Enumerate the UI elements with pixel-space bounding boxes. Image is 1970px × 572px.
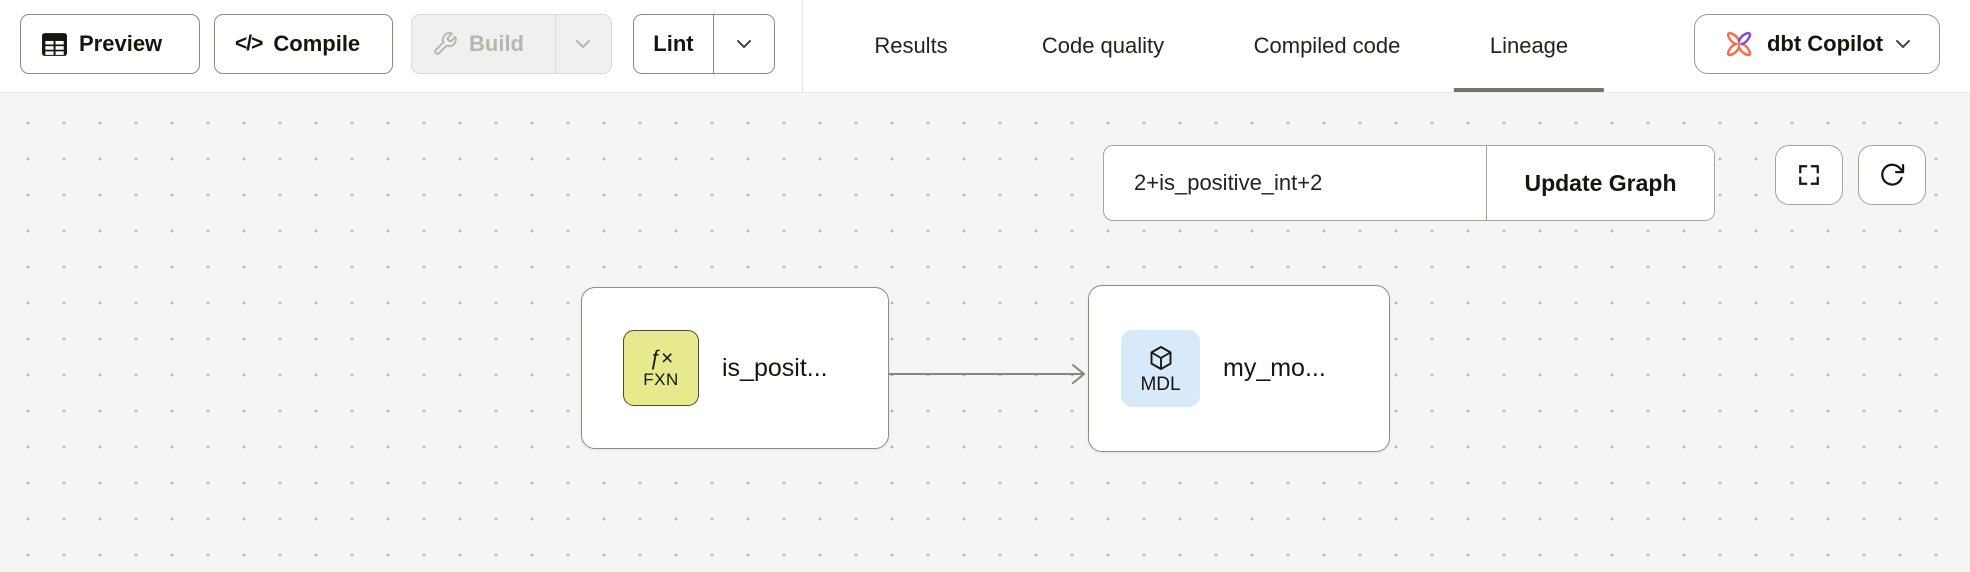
- tab-lineage[interactable]: Lineage: [1453, 0, 1605, 92]
- preview-button-label: Preview: [79, 31, 163, 56]
- refresh-button[interactable]: [1858, 145, 1926, 205]
- toolbar-divider: [802, 0, 803, 92]
- lint-button[interactable]: Lint: [634, 15, 713, 73]
- tab-code-quality-label: Code quality: [1041, 33, 1165, 58]
- lineage-node-function[interactable]: ƒ× FXN is_posit...: [581, 287, 889, 449]
- lineage-node-model[interactable]: MDL my_mo...: [1088, 285, 1390, 452]
- function-badge-symbol: ƒ×: [649, 346, 673, 370]
- dbt-copilot-label: dbt Copilot: [1766, 31, 1884, 56]
- chevron-down-icon: [1895, 39, 1911, 49]
- lint-menu-button[interactable]: [712, 15, 774, 73]
- lineage-selector-input[interactable]: [1104, 146, 1486, 220]
- code-icon: </>: [235, 32, 263, 55]
- tab-compiled-code-label: Compiled code: [1253, 33, 1401, 58]
- lint-split-button: Lint: [633, 14, 775, 74]
- lint-button-label: Lint: [653, 31, 694, 56]
- node-label: my_mo...: [1223, 354, 1326, 382]
- compile-button[interactable]: </> Compile: [214, 14, 393, 74]
- chevron-down-icon: [736, 39, 752, 49]
- build-menu-button[interactable]: [554, 15, 611, 73]
- node-label: is_posit...: [722, 353, 828, 382]
- dbt-copilot-logo: [1723, 28, 1755, 60]
- cube-icon: [1146, 343, 1176, 373]
- table-icon: [41, 32, 68, 57]
- lineage-canvas[interactable]: Update Graph ƒ× FXN is_posit...: [0, 93, 1970, 572]
- fullscreen-icon: [1795, 161, 1823, 189]
- refresh-icon: [1878, 161, 1906, 189]
- tab-compiled-code[interactable]: Compiled code: [1254, 0, 1401, 92]
- tab-results[interactable]: Results: [874, 0, 947, 92]
- tab-code-quality[interactable]: Code quality: [1042, 0, 1164, 92]
- function-icon: ƒ× FXN: [623, 330, 699, 406]
- lineage-selector: Update Graph: [1103, 145, 1715, 221]
- build-split-button: Build: [411, 14, 612, 74]
- tab-lineage-label: Lineage: [1489, 33, 1569, 58]
- fullscreen-button[interactable]: [1775, 145, 1843, 205]
- function-badge-text: FXN: [643, 369, 679, 389]
- model-badge: MDL: [1121, 330, 1200, 407]
- compile-button-label: Compile: [273, 31, 361, 56]
- model-badge-text: MDL: [1140, 373, 1181, 395]
- update-graph-button[interactable]: Update Graph: [1486, 146, 1714, 220]
- toolbar: Preview </> Compile Build Lint: [0, 0, 1970, 93]
- build-button[interactable]: Build: [412, 15, 555, 73]
- build-button-label: Build: [469, 31, 524, 56]
- tab-results-label: Results: [874, 33, 948, 58]
- wrench-icon: [432, 31, 458, 57]
- chevron-down-icon: [575, 39, 591, 49]
- preview-button[interactable]: Preview: [20, 14, 200, 74]
- dbt-copilot-button[interactable]: dbt Copilot: [1694, 14, 1940, 74]
